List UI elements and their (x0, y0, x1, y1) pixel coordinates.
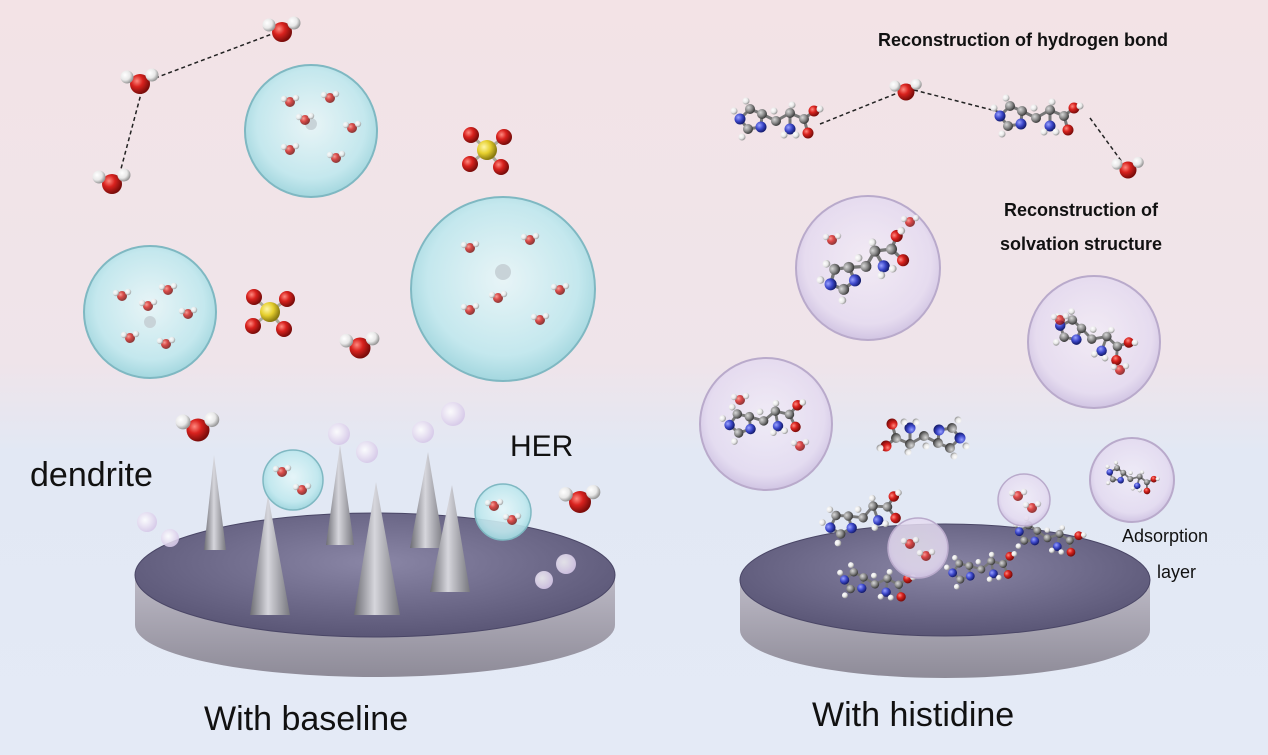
her-label: HER (510, 430, 574, 463)
solvation-label-line2: solvation structure (1000, 234, 1163, 254)
her-gas-bubbles (137, 402, 576, 589)
solvation-bubble (1027, 275, 1161, 409)
water-molecule (173, 410, 221, 444)
hbond-water-chain (91, 15, 302, 196)
solvation-bubble (244, 64, 378, 198)
solvation-bubble (795, 195, 941, 341)
solvation-label-line1: Reconstruction of (1004, 200, 1159, 220)
histidine-panel (699, 77, 1175, 678)
adsorption-label-line1: Adsorption (1122, 526, 1209, 546)
sulfate-ion (460, 125, 514, 177)
hbond-histidine-chain (729, 77, 1145, 180)
zinc-anode-histidine (739, 523, 1151, 678)
solvation-bubble (699, 357, 833, 491)
water-molecule (556, 483, 602, 515)
baseline-panel (83, 15, 616, 677)
adsorption-label-line2: layer (1157, 562, 1197, 582)
water-molecule (337, 330, 381, 361)
sulfate-ion (243, 287, 297, 339)
dendrite-spikes (204, 445, 470, 615)
histidine-molecule (875, 415, 971, 461)
solvation-bubble (410, 196, 596, 382)
solvation-bubble (83, 245, 217, 379)
hbond-label: Reconstruction of hydrogen bond (878, 30, 1168, 50)
with-baseline-title: With baseline (204, 700, 409, 738)
with-histidine-title: With histidine (812, 696, 1015, 734)
dendrite-label: dendrite (30, 456, 153, 494)
solvation-bubble (1089, 437, 1175, 523)
adsorption-layer (813, 473, 1090, 606)
